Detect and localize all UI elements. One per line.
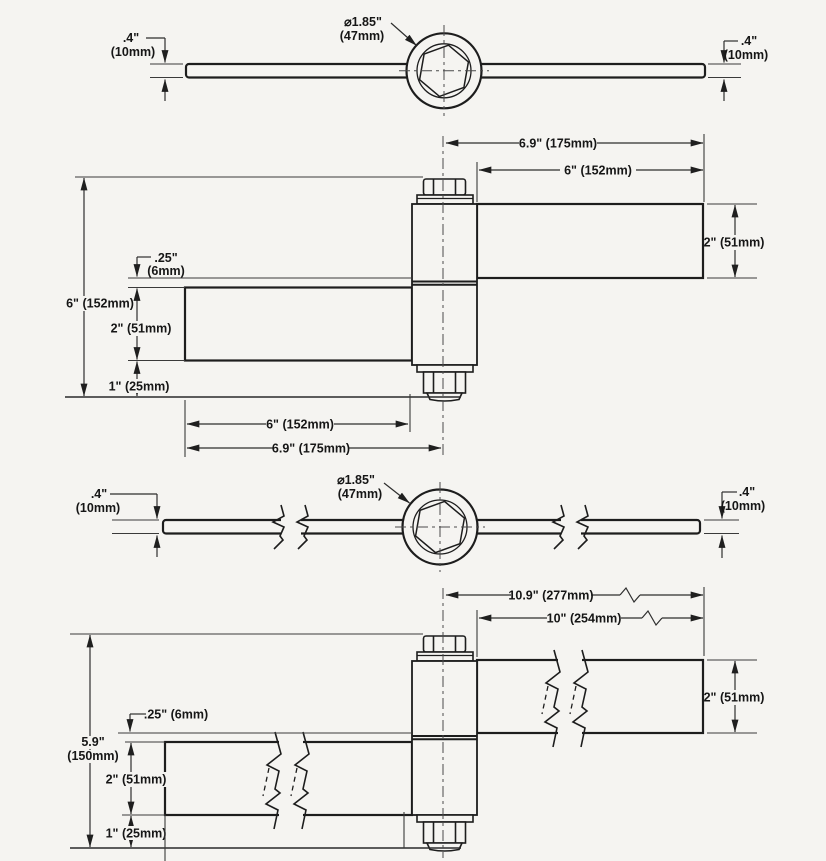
upper-leaf [475, 202, 705, 280]
dim-top-leaf-length: 10" (254mm) [476, 609, 704, 657]
dim-label: .4" [739, 485, 755, 499]
dim-label: .4" [91, 487, 107, 501]
dim-label: 2" (51mm) [106, 773, 167, 787]
dim-label: 2" (51mm) [704, 236, 765, 250]
dim-label: (47mm) [340, 29, 384, 43]
break-symbol-left [271, 504, 310, 550]
nut-chamfer [425, 842, 464, 852]
hex-bolt-top [414, 500, 466, 554]
front-view-short: 6.9" (175mm) 6" (152mm) 2" (51mm) 6" (15… [65, 134, 764, 457]
break-symbol-lower-leaf [262, 731, 310, 830]
dim-label: 10.9" (277mm) [508, 589, 593, 603]
dim-label: 2" (51mm) [704, 691, 765, 705]
dim-top-to-center: 10.9" (277mm) [445, 586, 705, 656]
top-washer [416, 651, 474, 662]
dim-label: 1" (25mm) [109, 380, 170, 394]
dim-leaf-gap: .25" (6mm) [118, 708, 412, 743]
dim-top-to-center: 6.9" (175mm) [445, 134, 705, 202]
dim-label: (150mm) [67, 749, 118, 763]
dim-label: 2" (51mm) [111, 322, 172, 336]
hub-centerlines [399, 25, 489, 116]
dim-label: 5.9" [81, 735, 104, 749]
hex-nut [422, 821, 467, 844]
dim-bottom-offset: 1" (25mm) [100, 361, 178, 397]
dim-label: (10mm) [76, 501, 120, 515]
dim-label: .4" [741, 34, 757, 48]
top-view-short: .4" (10mm) ⌀1.85" (47mm) .4" (10mm) [111, 15, 768, 116]
hex-bolt-head [422, 635, 467, 653]
dim-hub-diameter: ⌀1.85" (47mm) [337, 473, 410, 504]
dim-lower-leaf-height: 2" (51mm) [101, 742, 167, 816]
dim-overall-height: 6" (152mm) [65, 176, 461, 398]
dim-label: (6mm) [147, 264, 185, 278]
bottom-extension-lines [164, 812, 405, 861]
dim-label: .4" [123, 31, 139, 45]
hub-centerlines [395, 482, 485, 572]
break-symbol-right [551, 504, 590, 550]
dim-thickness-left: .4" (10mm) [76, 487, 161, 557]
dim-bottom-to-center: 6.9" (175mm) [186, 441, 442, 456]
hex-bolt-top [418, 44, 470, 98]
break-symbol-upper-leaf [541, 649, 589, 748]
dim-label: 6" (152mm) [266, 418, 334, 432]
top-view-long: .4" (10mm) ⌀1.85" (47mm) .4" (10mm) [76, 473, 765, 572]
dim-leaf-gap: .25" (6mm) [128, 251, 412, 289]
dim-label: .25" [154, 251, 177, 265]
hinge-barrel [411, 178, 478, 402]
hex-nut [422, 371, 467, 394]
dim-label: 10" (254mm) [547, 612, 622, 626]
dim-lower-leaf-height: 2" (51mm) [106, 288, 185, 362]
upper-leaf [475, 658, 705, 735]
dim-thickness-right: .4" (10mm) [704, 485, 765, 558]
dim-label: ⌀1.85" [344, 15, 382, 29]
dim-label: 6.9" (175mm) [272, 442, 350, 456]
hinge-barrel [411, 635, 478, 852]
hex-bolt-head [422, 178, 467, 196]
dim-label: .25" (6mm) [144, 708, 208, 722]
dim-label: ⌀1.85" [337, 473, 375, 487]
lower-leaf [183, 286, 414, 362]
dim-label: (10mm) [111, 45, 155, 59]
dim-thickness-left: .4" (10mm) [111, 31, 183, 101]
front-view-long: 10.9" (277mm) 10" (254mm) 2" (51mm) 5.9"… [64, 586, 765, 861]
dim-bottom-offset: 1" (25mm) [99, 815, 173, 848]
dim-bottom-leaf-length: 6" (152mm) [184, 394, 411, 457]
dim-label: (10mm) [724, 48, 768, 62]
dim-hub-diameter: ⌀1.85" (47mm) [340, 15, 417, 46]
dim-label: 1" (25mm) [106, 827, 167, 841]
dim-label: 6" (152mm) [66, 297, 134, 311]
barrel-body [411, 660, 478, 816]
dim-label: 6.9" (175mm) [519, 137, 597, 151]
dim-overall-height: 5.9" (150mm) [64, 633, 461, 849]
dim-label: 6" (152mm) [564, 164, 632, 178]
top-washer [416, 194, 474, 205]
bottom-washer [416, 814, 474, 823]
bottom-washer [416, 364, 474, 373]
dim-upper-leaf-height: 2" (51mm) [704, 659, 765, 734]
dim-thickness-right: .4" (10mm) [708, 34, 768, 101]
dim-top-leaf-length: 6" (152mm) [476, 162, 704, 202]
dim-label: (10mm) [721, 499, 765, 513]
dim-upper-leaf-height: 2" (51mm) [704, 203, 765, 279]
dim-label: (47mm) [338, 487, 382, 501]
